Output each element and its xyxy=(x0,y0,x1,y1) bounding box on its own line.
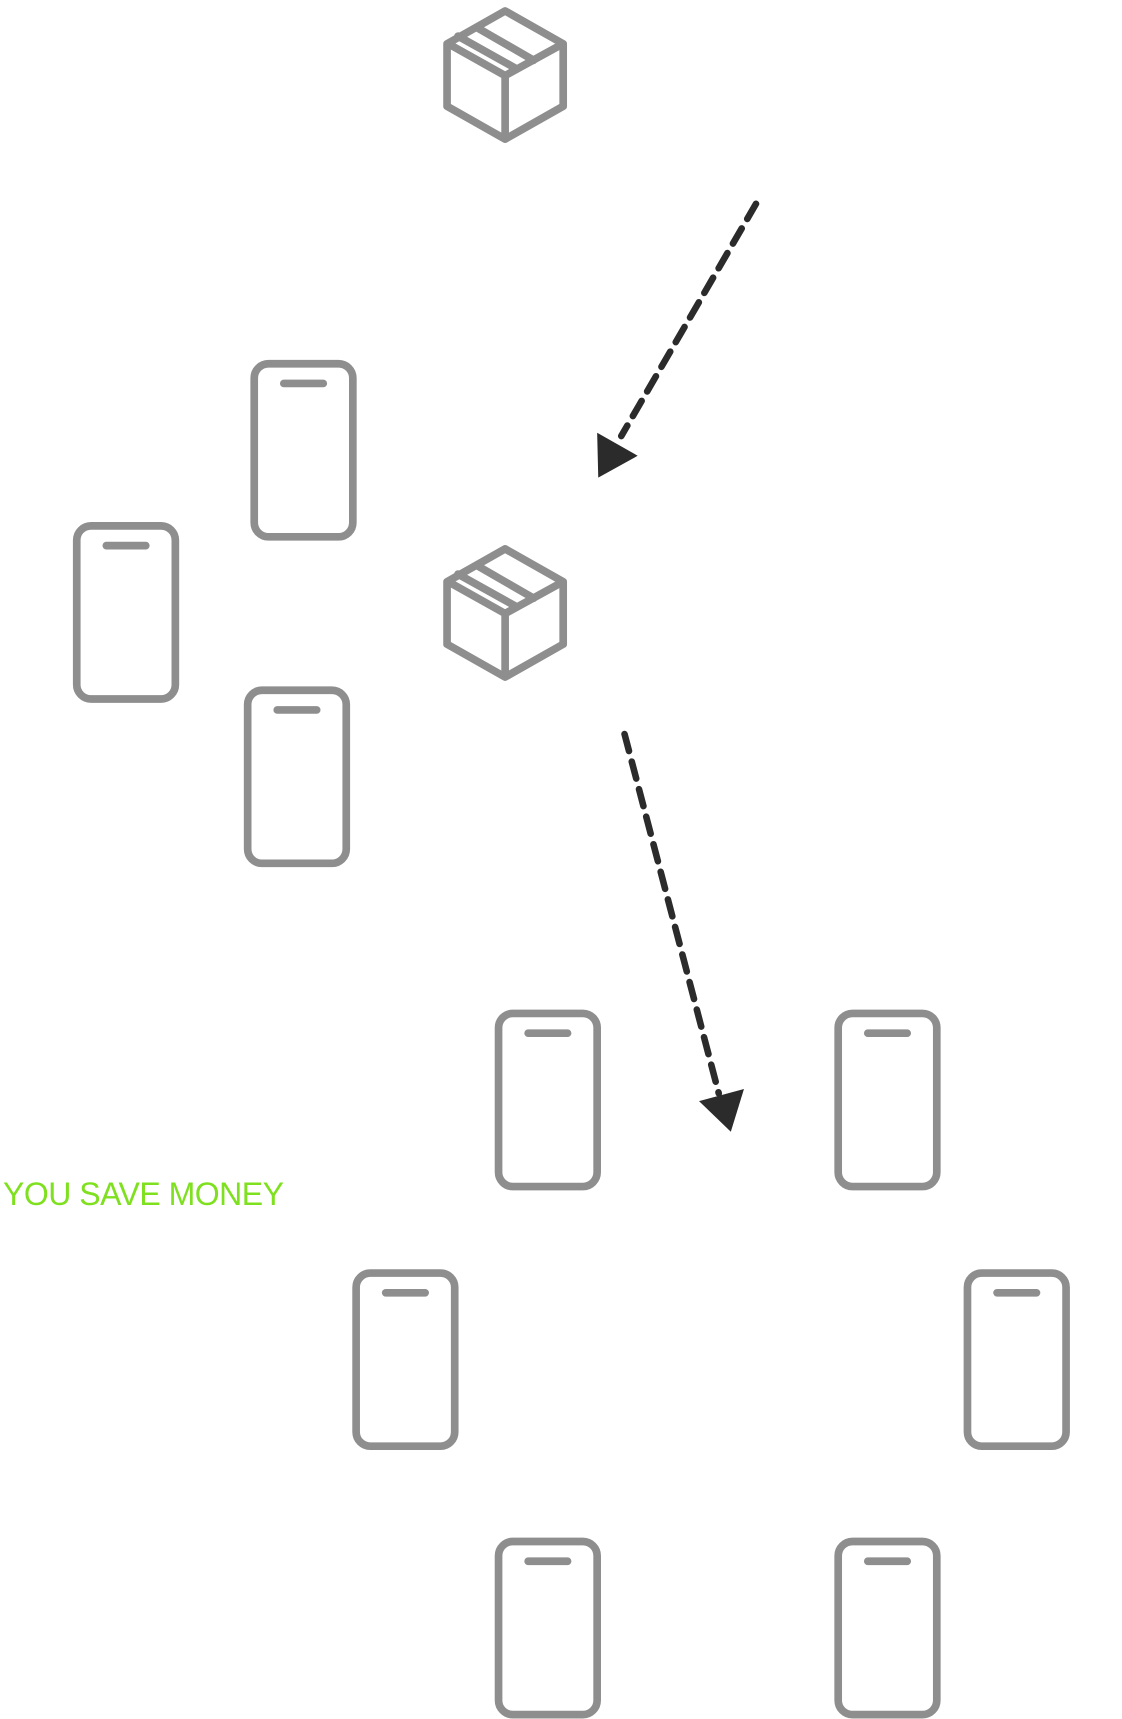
smartphone-icon xyxy=(499,1013,598,1186)
smartphone-icon xyxy=(248,690,347,863)
smartphone-icon xyxy=(967,1273,1066,1446)
smartphone-icon xyxy=(499,1542,598,1715)
smartphone-icon xyxy=(77,526,176,699)
package-icon-middle xyxy=(447,549,563,677)
package-icon-source xyxy=(447,11,563,139)
you-save-money-label: YOU SAVE MONEY xyxy=(3,1176,284,1212)
smartphone-icon xyxy=(838,1013,937,1186)
dashed-arrow-2 xyxy=(621,730,723,1097)
dashed-arrow-1 xyxy=(617,200,760,440)
arrowhead-2 xyxy=(699,1089,744,1132)
smartphone-icon xyxy=(254,364,353,537)
arrowhead-1 xyxy=(597,432,638,478)
smartphone-icon xyxy=(838,1542,937,1715)
smartphone-icon xyxy=(356,1273,455,1446)
